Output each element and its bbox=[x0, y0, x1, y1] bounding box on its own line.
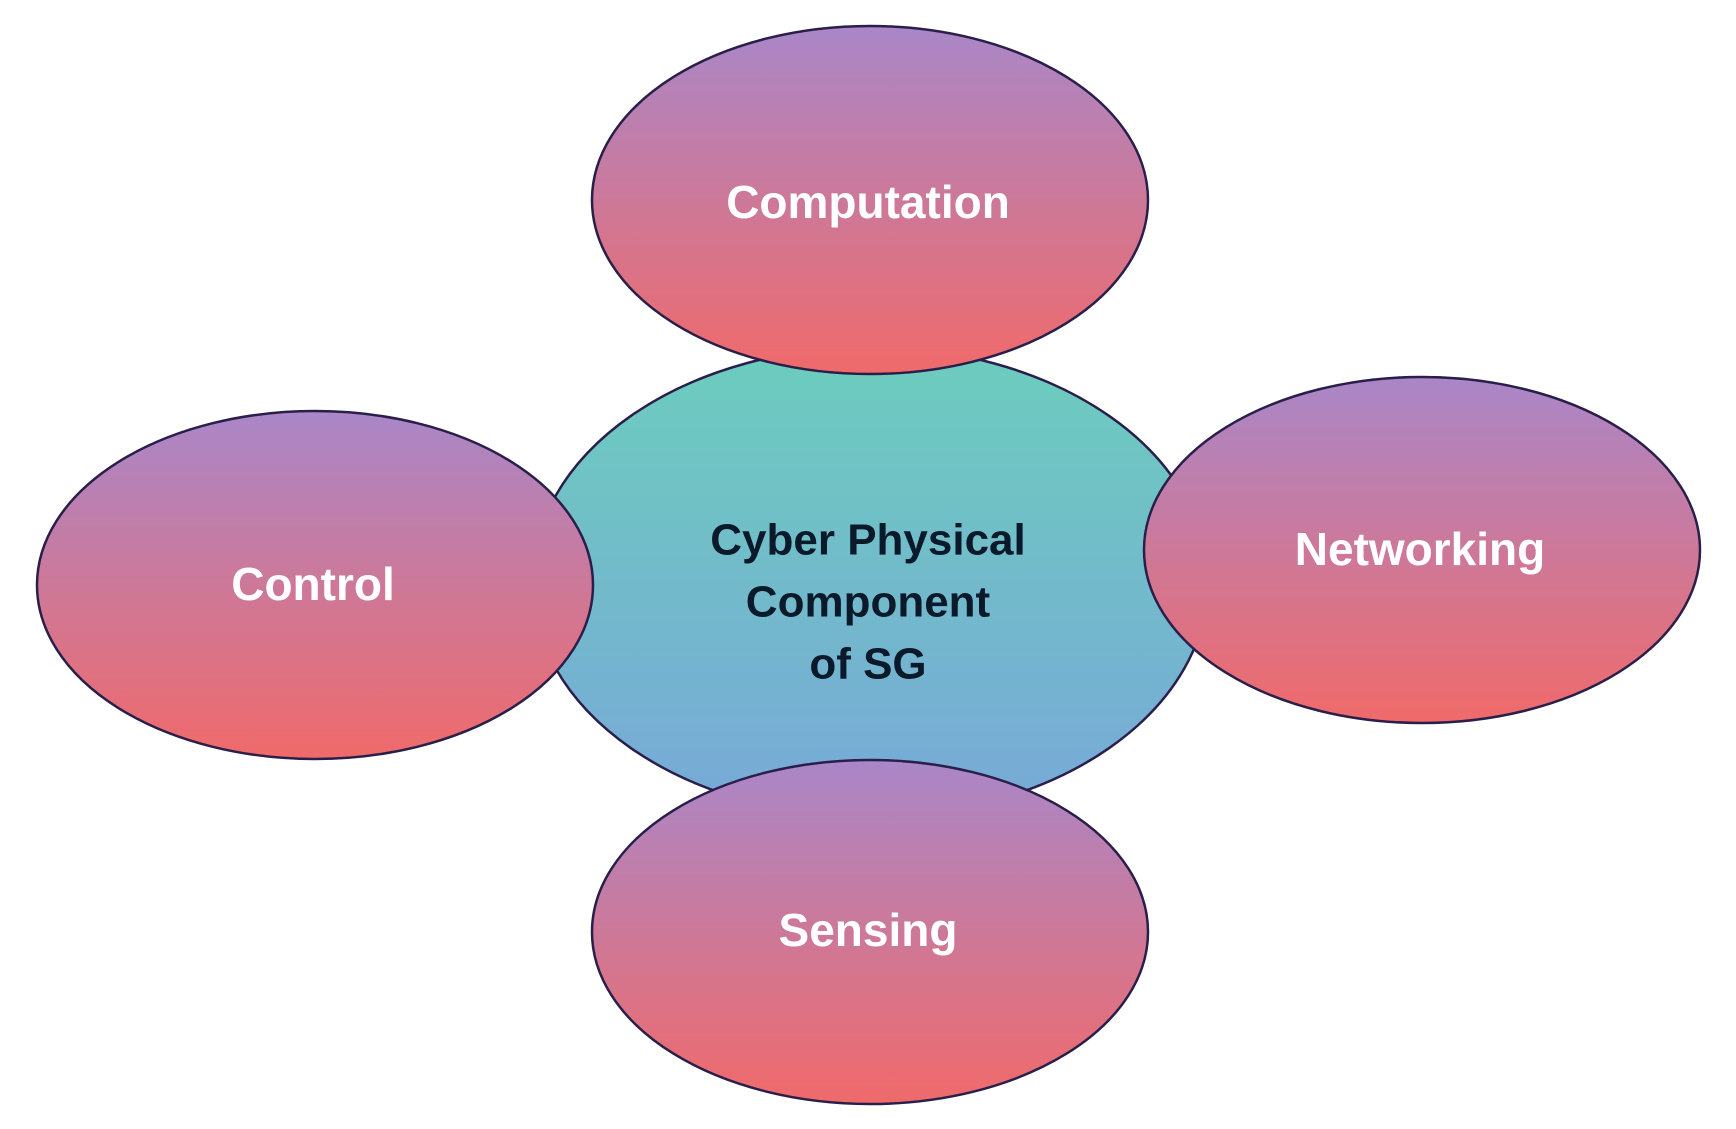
center-label-line-2: Component bbox=[746, 578, 991, 627]
sensing-label: Sensing bbox=[779, 904, 958, 956]
control-node: Control bbox=[35, 409, 595, 761]
computation-node: Computation bbox=[590, 24, 1150, 376]
sensing-node: Sensing bbox=[590, 758, 1150, 1106]
networking-ellipse bbox=[1142, 375, 1702, 725]
center-node: Cyber Physical Component of SG bbox=[530, 345, 1210, 819]
control-label: Control bbox=[231, 558, 395, 610]
computation-label: Computation bbox=[726, 176, 1010, 228]
center-label-line-1: Cyber Physical bbox=[710, 516, 1026, 565]
center-label-line-3: of SG bbox=[809, 640, 926, 689]
control-ellipse bbox=[35, 409, 595, 761]
networking-node: Networking bbox=[1142, 375, 1702, 725]
sensing-ellipse bbox=[590, 758, 1150, 1106]
networking-label: Networking bbox=[1295, 523, 1545, 575]
computation-ellipse bbox=[590, 24, 1150, 376]
